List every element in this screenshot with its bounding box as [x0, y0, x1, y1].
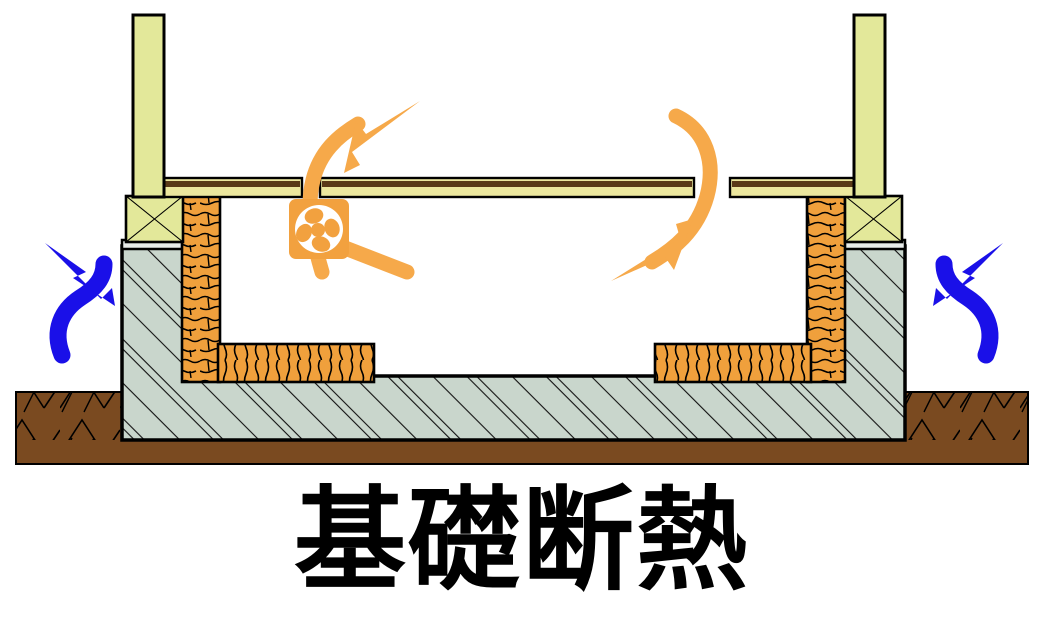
insulation-wall-left [180, 194, 222, 384]
wood-post-right [852, 13, 887, 199]
sill-plate-right [843, 194, 904, 244]
wood-post-left [131, 13, 166, 199]
concrete-foundation [120, 238, 907, 442]
sill-plate-left [124, 194, 185, 244]
insulation-wall-right [805, 194, 847, 384]
ventilation-fan-icon[interactable] [289, 199, 349, 259]
insulation-slab-left [216, 342, 376, 384]
insulation-slab-right [653, 342, 813, 384]
fan-blades-icon [296, 208, 340, 252]
floor-slab-center [318, 176, 696, 199]
warm-air-arrow-down [611, 108, 718, 281]
floor-slab-left [148, 176, 304, 199]
page-title: 基礎断熱 [294, 475, 750, 606]
fan-duct-stub [332, 238, 415, 280]
cool-air-arrow-right [933, 243, 1003, 364]
cool-air-arrow-left [45, 243, 115, 364]
